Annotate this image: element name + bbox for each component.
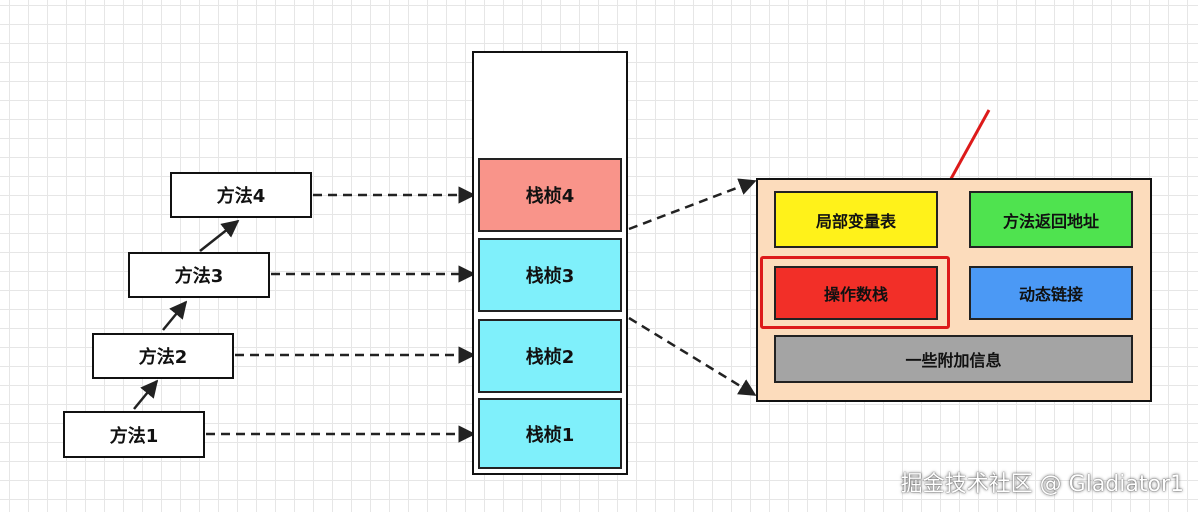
method-2-label: 方法2 (138, 347, 188, 368)
operand-stack-label: 操作数栈 (823, 285, 888, 304)
zoom-line-top (628, 178, 757, 231)
return-address-label: 方法返回地址 (1002, 211, 1099, 231)
extra-info-label: 一些附加信息 (905, 351, 1002, 370)
call-arrow-2-3 (162, 300, 188, 331)
local-variables-box: 局部变量表 (774, 191, 938, 248)
method-1-label: 方法1 (109, 425, 159, 447)
method-1: 方法1 (63, 411, 205, 458)
zoom-line-bottom (628, 316, 757, 397)
call-arrow-3-4 (199, 219, 240, 252)
method-3-label: 方法3 (174, 266, 224, 287)
operand-stack-box: 操作数栈 (774, 266, 938, 320)
local-variables-label: 局部变量表 (815, 211, 896, 231)
stack-frame-1: 栈桢1 (478, 398, 622, 469)
operand-stack-highlight (760, 256, 950, 329)
dynamic-linking-label: 动态链接 (1018, 285, 1083, 304)
stack-frame-4-label: 栈桢4 (525, 186, 575, 207)
method-4: 方法4 (170, 172, 312, 218)
call-arrow-1-2 (133, 379, 159, 410)
stack-frame-2-label: 栈桢2 (525, 347, 575, 368)
method-3: 方法3 (128, 252, 270, 298)
watermark: 掘金技术社区 @ Gladiator1 (900, 472, 1184, 497)
extra-info-box: 一些附加信息 (774, 335, 1133, 383)
stack-frame-2: 栈桢2 (478, 319, 622, 393)
stack-frame-4: 栈桢4 (478, 158, 622, 232)
method-2: 方法2 (92, 333, 234, 379)
return-address-box: 方法返回地址 (969, 191, 1133, 248)
stack-frame-3-label: 栈桢3 (525, 266, 575, 287)
method-4-label: 方法4 (216, 186, 266, 207)
stack-frame-3: 栈桢3 (478, 238, 622, 312)
dynamic-linking-box: 动态链接 (969, 266, 1133, 320)
stack-frame-1-label: 栈桢1 (525, 424, 575, 446)
